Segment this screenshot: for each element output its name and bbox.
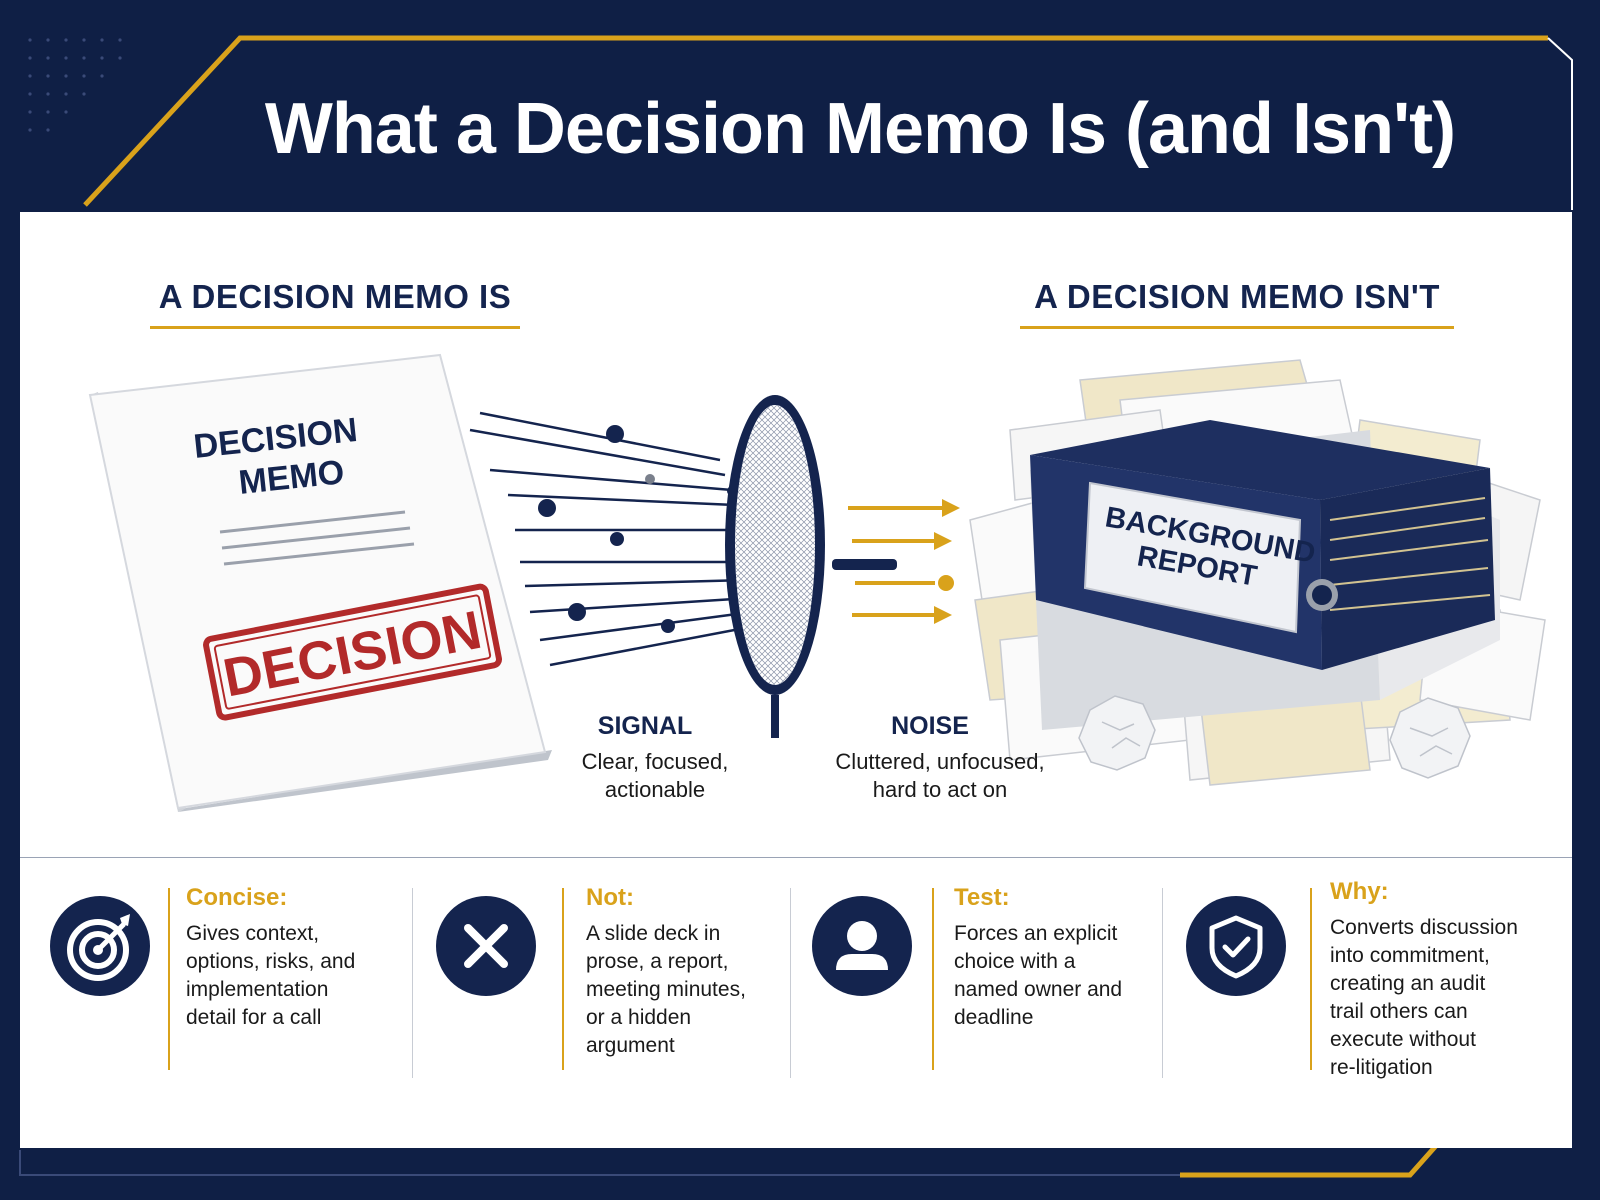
feature-line: Gives context, (186, 922, 320, 945)
feature-line: options, risks, and (186, 950, 356, 973)
feature-rule-1 (168, 888, 170, 1070)
noise-line-1: Cluttered, unfocused, (835, 749, 1045, 774)
person-icon (812, 896, 912, 996)
feature-rule-3 (932, 888, 934, 1070)
feature-line: A slide deck in (586, 922, 721, 945)
feature-line: deadline (954, 1006, 1034, 1029)
signal-lines (469, 411, 753, 667)
crumpled-paper-right (1389, 697, 1471, 779)
feature-separator-3 (1162, 888, 1163, 1078)
feature-line: meeting minutes, (586, 978, 746, 1001)
noise-arrows (848, 499, 960, 624)
book-text-lines (219, 510, 415, 566)
target-icon (50, 896, 150, 996)
signal-line-1: Clear, focused, (581, 749, 729, 774)
feature-heading-concise: Concise: (186, 884, 288, 911)
feature-line: execute without (1330, 1028, 1476, 1051)
crumpled-paper-left (1078, 695, 1156, 771)
feature-body-concise: Gives context, options, risks, and imple… (186, 920, 355, 1032)
binder-pages (1329, 497, 1491, 611)
binder-label (1083, 481, 1302, 634)
feature-separator-2 (790, 888, 791, 1078)
feature-rule-4 (1310, 888, 1312, 1070)
noise-line-2: hard to act on (872, 777, 1008, 802)
feature-line: choice with a (954, 950, 1076, 973)
signal-line-2: actionable (604, 777, 706, 802)
feature-heading-not: Not: (586, 884, 634, 911)
shield-check-icon (1186, 896, 1286, 996)
feature-line: implementation (186, 978, 329, 1001)
feature-heading-test: Test: (954, 884, 1010, 911)
feature-line: prose, a report, (586, 950, 729, 973)
feature-heading-why: Why: (1330, 878, 1389, 905)
feature-line: or a hidden (586, 1006, 692, 1029)
section-divider (20, 857, 1572, 858)
section-underline-is (150, 326, 520, 329)
section-heading-isnt: A DECISION MEMO ISN'T (1034, 278, 1440, 315)
feature-line: creating an audit (1330, 972, 1486, 995)
noise-title: NOISE (891, 712, 969, 740)
feature-rule-2 (562, 888, 564, 1070)
noise-description: Cluttered, unfocused, hard to act on (820, 748, 1060, 804)
feature-line: trail others can (1330, 1000, 1468, 1023)
close-x-icon (436, 896, 536, 996)
dot-pattern-top-left (28, 38, 122, 132)
feature-line: into commitment, (1330, 944, 1490, 967)
feature-line: named owner and (954, 978, 1123, 1001)
binder-ring-icon (1306, 579, 1338, 611)
signal-description: Clear, focused, actionable (565, 748, 745, 804)
gold-accent-top-left (83, 35, 1548, 207)
feature-separator-1 (412, 888, 413, 1078)
background-report-binder: BACKGROUND REPORT (1030, 420, 1500, 730)
decision-memo-book: DECISION MEMO DECISION (88, 353, 552, 812)
page-title: What a Decision Memo Is (and Isn't) (264, 89, 1456, 169)
feature-line: re-litigation (1330, 1056, 1433, 1079)
section-underline-isnt (1020, 326, 1454, 329)
signal-title: SIGNAL (597, 712, 693, 740)
feature-line: argument (586, 1034, 675, 1057)
feature-body-not: A slide deck in prose, a report, meeting… (586, 920, 746, 1060)
section-heading-is: A DECISION MEMO IS (158, 278, 512, 315)
feature-body-test: Forces an explicit choice with a named o… (954, 920, 1122, 1032)
feature-line: Converts discussion (1330, 916, 1518, 939)
feature-body-why: Converts discussion into commitment, cre… (1330, 914, 1518, 1082)
filter-sieve-icon (725, 395, 897, 738)
feature-line: Forces an explicit (954, 922, 1118, 945)
feature-line: detail for a call (186, 1006, 322, 1029)
